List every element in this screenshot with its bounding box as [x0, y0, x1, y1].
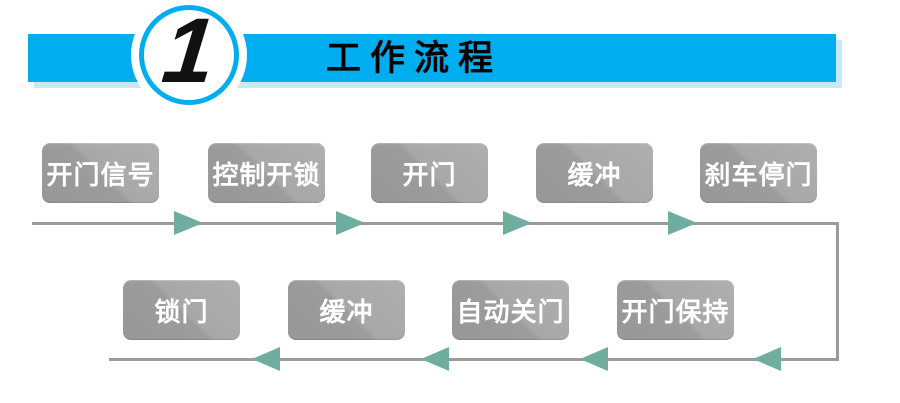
arrow-right-icon: [503, 211, 532, 235]
flow-step-box: 缓冲: [288, 280, 405, 340]
arrow-left-icon: [421, 347, 449, 371]
page-title: 工作流程: [325, 38, 502, 78]
flow-step-box: 开门信号: [42, 143, 159, 203]
flow-connector-right-line: [836, 222, 839, 361]
flow-connector-top-line: [32, 222, 838, 225]
flow-step-box: 控制开锁: [208, 143, 325, 203]
step-number-badge: 1: [139, 0, 239, 105]
flow-step-box: 开门保持: [617, 280, 734, 340]
flow-step-box: 锁门: [123, 280, 240, 340]
arrow-right-icon: [336, 211, 365, 235]
flow-step-box: 缓冲: [536, 143, 653, 203]
arrow-left-icon: [580, 347, 608, 371]
arrow-right-icon: [174, 211, 203, 235]
flow-connector-bottom-line: [109, 358, 839, 361]
step-number: 1: [158, 0, 221, 102]
flow-step-box: 刹车停门: [700, 143, 817, 203]
flow-step-box: 开门: [371, 143, 488, 203]
flow-step-box: 自动关门: [452, 280, 569, 340]
arrow-left-icon: [753, 347, 781, 371]
arrow-left-icon: [252, 347, 280, 371]
arrow-right-icon: [668, 211, 697, 235]
